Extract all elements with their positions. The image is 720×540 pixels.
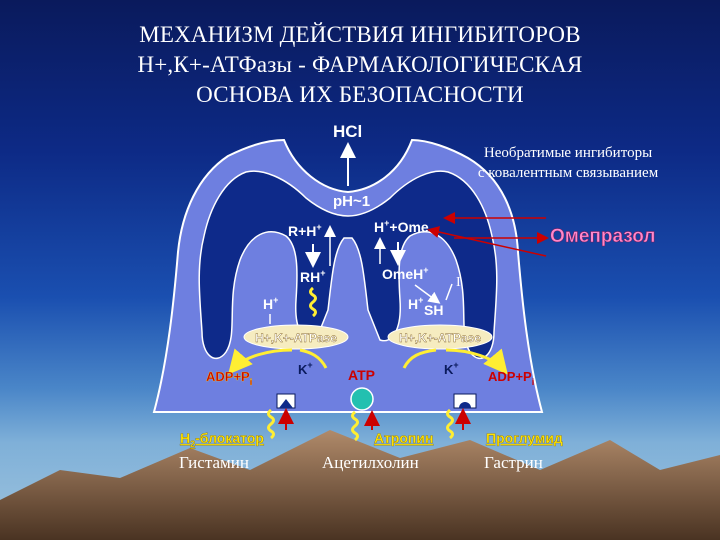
ph-label: pH~1 [333,193,370,210]
rh2-label: RH+ [300,268,326,285]
agonist-histamine-label: Гистамин [179,453,249,472]
blocker-proglumide-label: Проглумид [486,430,563,446]
drug-label: Омепразол [550,226,655,247]
h-ome-label: H++Ome [374,218,429,235]
title-line-1: МЕХАНИЗМ ДЕЙСТВИЯ ИНГИБИТОРОВ [139,22,581,47]
pump-left [243,324,349,350]
acetylcholine-spring [351,410,359,442]
adp-left-label: ADP+Pi [206,369,252,387]
title-line-2: Н+,К+-АТФазы - ФАРМАКОЛОГИЧЕСКАЯ [137,52,583,77]
h-right-label: H+ [408,295,423,312]
mountain-range [0,430,720,540]
receptor-m [350,387,374,411]
canaliculus [198,170,498,359]
sh-label: SH [424,302,443,318]
side-note-line-2: с ковалентным связыванием [478,165,659,181]
agonist-gastrin-label: Гастрин [484,453,543,472]
inhibitor-i-label: I [456,275,461,290]
hcl-label: HCl [333,122,362,141]
atp-label: ATP [348,367,375,383]
pump-right [387,324,493,350]
side-note-line-1: Необратимые ингибиторы [484,145,652,161]
pump-right-label: H+,K+-ATPase [399,331,481,345]
adp-right-label: ADP+Pi [488,369,534,387]
slide-title: МЕХАНИЗМ ДЕЙСТВИЯ ИНГИБИТОРОВ Н+,К+-АТФа… [0,20,720,110]
omeh-label: OmeH+ [382,265,429,282]
atp-to-adp-right-arrow [445,348,508,375]
histamine-spring [267,408,275,440]
k-left-label: K+ [298,360,313,377]
pump-left-label: H+,K+-ATPase [255,331,337,345]
blocker-h2-label: H2-блокатор [180,430,264,449]
k-right-label: K+ [444,360,459,377]
atp-to-adp-left-arrow [228,348,293,375]
title-line-3: ОСНОВА ИХ БЕЗОПАСНОСТИ [196,82,524,107]
agonist-acetylcholine-label: Ацетилхолин [322,453,419,472]
k-left-arrow [299,348,328,369]
blocker-atropine-label: Атропин [374,430,433,446]
rh-binding-spring [309,286,317,318]
rh-label: R+H+ [288,222,322,239]
h-left-label: H+ [263,295,278,312]
omeprazole-arrow-bottom [427,226,547,257]
gastrin-spring [446,408,454,440]
omeh-to-pump-arrow [414,284,441,304]
i-arrow [445,283,453,301]
k-right-arrow [402,348,437,369]
